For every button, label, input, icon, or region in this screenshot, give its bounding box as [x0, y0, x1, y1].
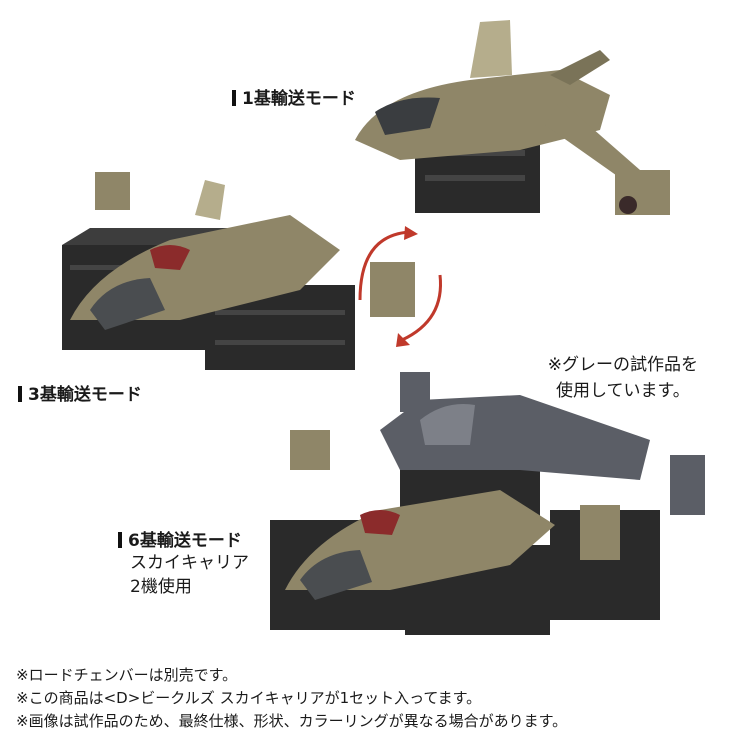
mode-label-6-text: 6基輸送モード	[128, 531, 242, 551]
cockpit-canopy	[90, 278, 165, 330]
cockpit-canopy	[300, 550, 372, 600]
mode-label-3: 3基輸送モード	[18, 380, 142, 405]
footer-notes: ※ロードチェンバーは別売です。 ※この商品は<D>ビークルズ スカイキャリアが1…	[16, 664, 567, 733]
cockpit-canopy	[420, 404, 475, 445]
wing	[545, 100, 640, 185]
prototype-note: ※グレーの試作品を 使用しています。	[548, 352, 698, 404]
mode6-subtext: スカイキャリア 2機使用	[130, 551, 249, 599]
thruster-pod	[580, 505, 620, 560]
six-container-mode-model	[270, 372, 705, 635]
prototype-note-line: 使用しています。	[555, 381, 690, 401]
footer-note: ※画像は試作品のため、最終仕様、形状、カラーリングが異なる場合があります。	[16, 712, 568, 730]
tail-fin	[470, 20, 512, 78]
mode-label-6: 6基輸送モード	[118, 526, 242, 551]
thruster-pod	[370, 262, 415, 317]
label-marker-bar	[118, 532, 122, 548]
footer-note: ※ロードチェンバーは別売です。	[16, 666, 238, 684]
mode-label-1: 1基輸送モード	[232, 84, 356, 109]
thruster-pod	[290, 430, 330, 470]
three-container-mode-model	[62, 172, 443, 370]
rotation-arrow	[358, 230, 411, 301]
thruster-pod	[95, 172, 130, 210]
mode-label-1-text: 1基輸送モード	[242, 89, 356, 109]
cockpit-canopy	[375, 97, 440, 135]
prototype-note-line: ※グレーの試作品を	[547, 355, 698, 375]
mode6-subtext-line: スカイキャリア	[130, 553, 249, 573]
tail-fin	[195, 180, 225, 220]
label-marker-bar	[18, 386, 22, 402]
mode6-subtext-line: 2機使用	[130, 577, 192, 597]
mode-label-3-text: 3基輸送モード	[28, 385, 142, 405]
footer-note: ※この商品は<D>ビークルズ スカイキャリアが1セット入ってます。	[16, 689, 482, 707]
aircraft-body	[355, 70, 610, 160]
rotation-arrow	[401, 274, 443, 342]
label-marker-bar	[232, 90, 236, 106]
thruster-pod	[670, 455, 705, 515]
one-container-mode-model	[355, 20, 670, 215]
